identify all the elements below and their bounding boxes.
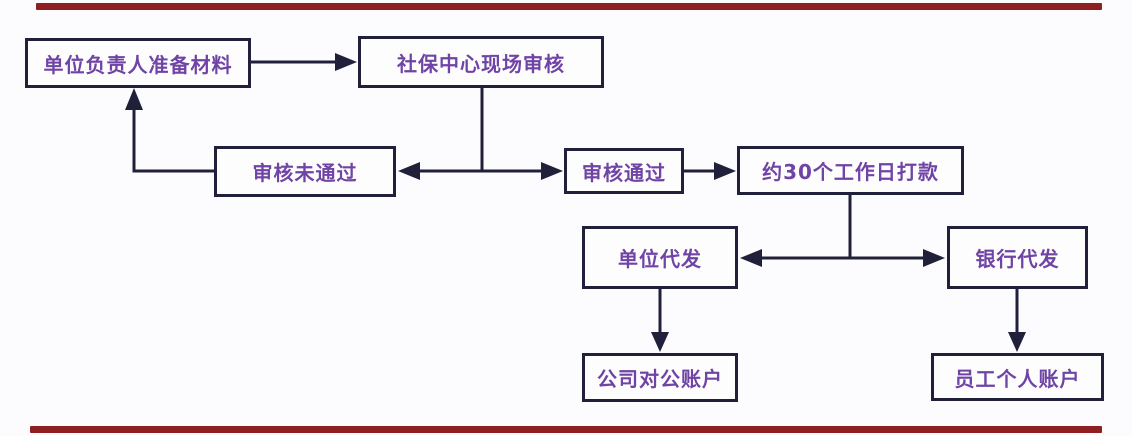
flow-node-review-passed: 审核通过 (564, 148, 684, 194)
flow-node-company-distribution: 单位代发 (582, 226, 738, 289)
edge-review-branch (398, 162, 563, 180)
top-red-divider (36, 3, 1102, 10)
edge-failed-back-to-prepare (125, 88, 214, 173)
edge-passed-to-payment (684, 162, 736, 180)
flow-node-company-account: 公司对公账户 (582, 353, 738, 402)
edge-prepare-to-review (251, 53, 357, 71)
flow-node-onsite-review: 社保中心现场审核 (358, 36, 604, 88)
bottom-red-divider (30, 426, 1102, 433)
flow-node-prepare-materials: 单位负责人准备材料 (25, 38, 251, 88)
flow-node-employee-account: 员工个人账户 (931, 353, 1104, 401)
flow-node-bank-distribution: 银行代发 (947, 226, 1088, 289)
edge-bank-to-account (1008, 289, 1026, 352)
flow-node-payment-30-days: 约30个工作日打款 (737, 146, 964, 195)
edge-payment-branch (740, 249, 945, 267)
flow-node-review-failed: 审核未通过 (214, 146, 396, 197)
edge-company-to-account (651, 289, 669, 352)
